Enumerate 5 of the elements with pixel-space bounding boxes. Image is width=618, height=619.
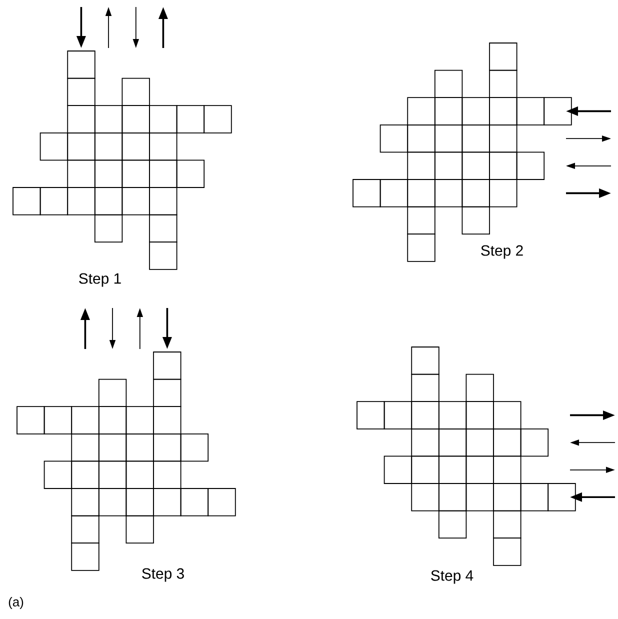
step-label: Step 1 (79, 273, 121, 287)
step-label: Step 4 (431, 570, 474, 584)
step-label: Step 2 (481, 245, 523, 259)
panel-label: (a) (8, 596, 24, 610)
step-label: Step 3 (142, 568, 184, 582)
